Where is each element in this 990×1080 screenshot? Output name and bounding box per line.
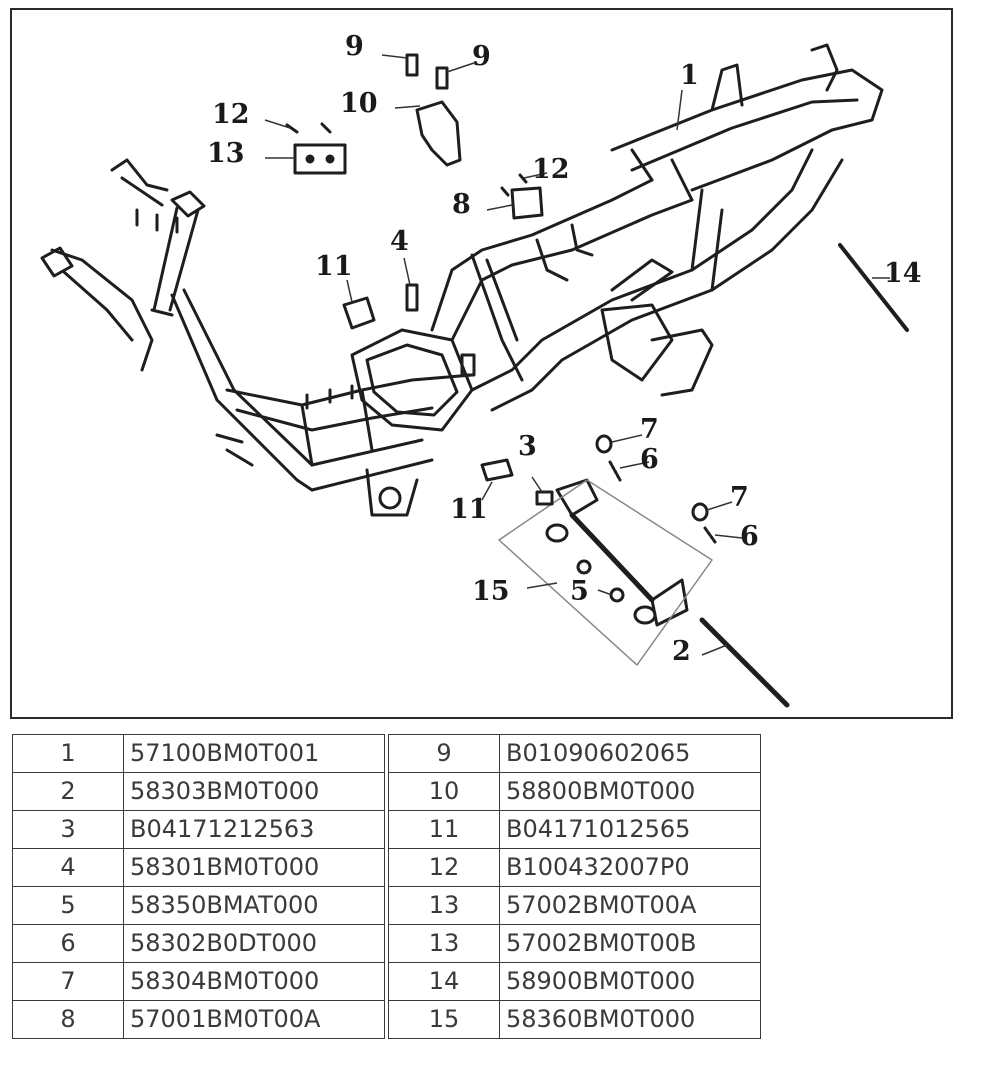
part-code: B100432007P0 — [499, 848, 761, 887]
bracket-part-8 — [510, 186, 544, 220]
callout-5: 5 — [570, 576, 589, 607]
part-number: 5 — [12, 886, 124, 925]
part-number: 14 — [388, 962, 500, 1001]
callout-3: 3 — [518, 431, 537, 462]
callout-6-lower: 6 — [740, 521, 759, 552]
part-code: B04171212563 — [123, 810, 385, 849]
callout-13: 13 — [207, 138, 245, 169]
bracket-part-15 — [545, 478, 689, 627]
callout-14: 14 — [884, 258, 922, 289]
frame-drawing: 1 2 3 4 5 6 6 7 7 8 9 9 10 11 11 12 12 1… — [40, 31, 922, 708]
exploded-diagram: 1 2 3 4 5 6 6 7 7 8 9 9 10 11 11 12 12 1… — [10, 8, 953, 719]
part-number: 9 — [388, 734, 500, 773]
callout-9-left: 9 — [345, 31, 364, 62]
bolt-part-2 — [699, 617, 790, 708]
callout-6-upper: 6 — [640, 444, 659, 475]
callout-2: 2 — [672, 636, 691, 667]
part-code: 58301BM0T000 — [123, 848, 385, 887]
callout-1: 1 — [680, 60, 699, 91]
part-15-outline — [498, 479, 713, 666]
part-number: 1 — [12, 734, 124, 773]
callout-12-right: 12 — [532, 154, 570, 185]
part-number: 3 — [12, 810, 124, 849]
stud-part-4 — [405, 283, 419, 312]
cap-part-7-lower — [691, 502, 709, 522]
bush-part-5 — [576, 559, 592, 575]
part-code: B04171012565 — [499, 810, 761, 849]
main-frame-part — [40, 43, 884, 517]
part-number: 2 — [12, 772, 124, 811]
callout-8: 8 — [452, 189, 471, 220]
part-code: 58303BM0T000 — [123, 772, 385, 811]
plate-part-13 — [293, 143, 347, 175]
bracket-part-10 — [415, 100, 462, 167]
part-number: 11 — [388, 810, 500, 849]
callout-9-right: 9 — [472, 41, 491, 72]
part-number: 8 — [12, 1000, 124, 1039]
part-code: 58900BM0T000 — [499, 962, 761, 1001]
mount-part-11-lower — [480, 458, 514, 482]
part-number: 7 — [12, 962, 124, 1001]
bolt-part-9-right — [435, 66, 449, 90]
callout-11-lower: 11 — [450, 494, 488, 525]
part-number: 12 — [388, 848, 500, 887]
part-code: 58350BMAT000 — [123, 886, 385, 925]
part-number: 13 — [388, 886, 500, 925]
part-number: 10 — [388, 772, 500, 811]
part-code: 57001BM0T00A — [123, 1000, 385, 1039]
callout-11-upper: 11 — [315, 251, 353, 282]
callout-4: 4 — [390, 226, 409, 257]
part-number: 15 — [388, 1000, 500, 1039]
bolt-part-9-left — [405, 53, 419, 77]
part-number: 4 — [12, 848, 124, 887]
part-number: 6 — [12, 924, 124, 963]
part-code: 58360BM0T000 — [499, 1000, 761, 1039]
part-number: 13 — [388, 924, 500, 963]
mount-part-11-upper — [342, 296, 376, 330]
spring-part-6-lower — [703, 526, 717, 544]
part-code: 57100BM0T001 — [123, 734, 385, 773]
cap-part-7-upper — [595, 434, 613, 454]
callout-12-left: 12 — [212, 99, 250, 130]
part-code: 58302B0DT000 — [123, 924, 385, 963]
callout-7-lower: 7 — [730, 482, 749, 513]
screws-part-12 — [285, 122, 332, 134]
leader-lines — [264, 54, 890, 656]
nut-part-3 — [535, 490, 554, 506]
callout-10: 10 — [340, 88, 378, 119]
part-code: 57002BM0T00B — [499, 924, 761, 963]
callout-15: 15 — [472, 576, 510, 607]
spring-part-6-upper — [608, 460, 622, 482]
rod-part-14 — [838, 243, 909, 332]
part-code: 58800BM0T000 — [499, 772, 761, 811]
part-code: 57002BM0T00A — [499, 886, 761, 925]
part-code: B01090602065 — [499, 734, 761, 773]
part-code: 58304BM0T000 — [123, 962, 385, 1001]
callout-7-upper: 7 — [640, 414, 659, 445]
